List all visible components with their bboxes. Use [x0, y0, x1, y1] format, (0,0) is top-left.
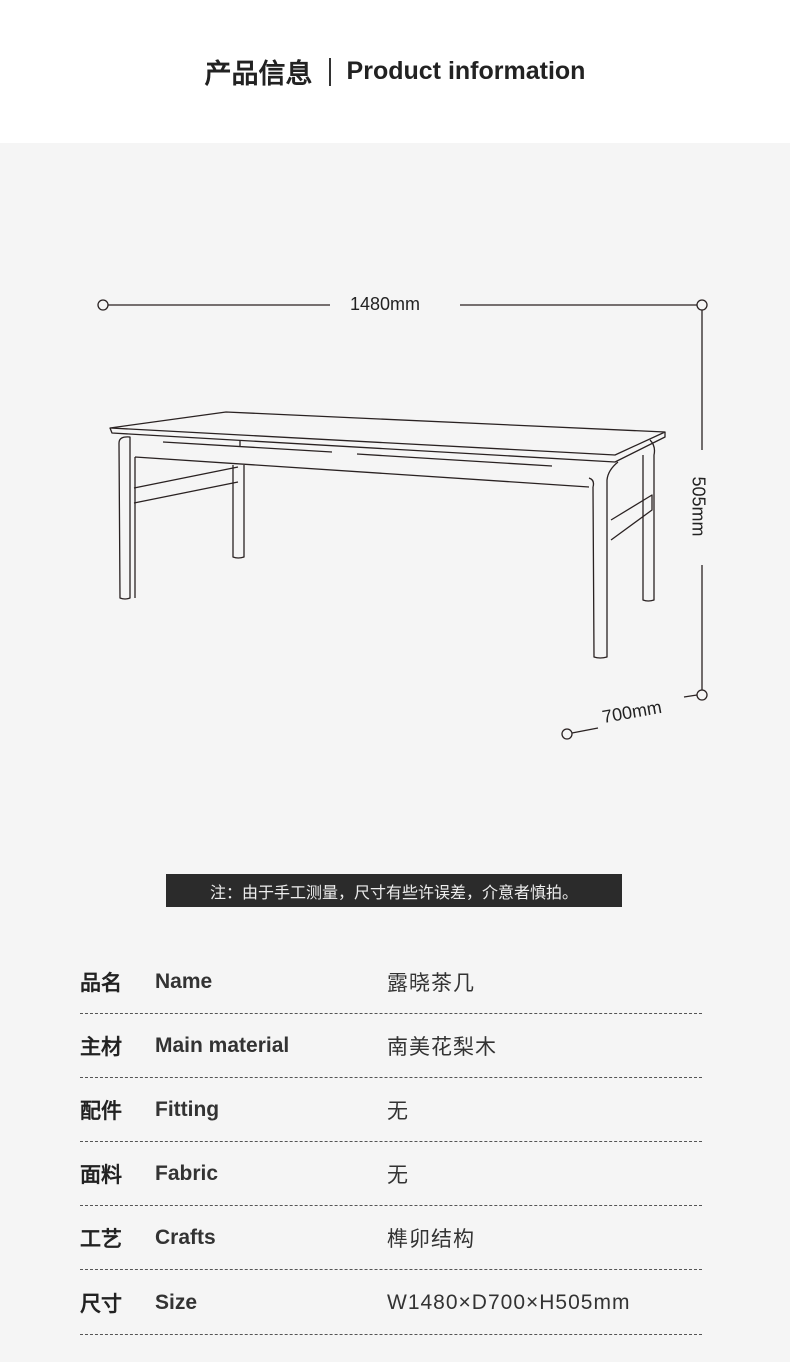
height-label: 505mm: [688, 476, 709, 537]
spec-label-en: Main material: [155, 1033, 290, 1057]
title-en: Product information: [346, 57, 586, 85]
product-panel: [0, 143, 790, 1362]
spec-label-cn: 主材: [80, 1035, 122, 1059]
spec-value: 无: [387, 1099, 409, 1123]
spec-value: 南美花梨木: [387, 1035, 497, 1059]
dimension-lines: [97, 299, 708, 740]
spec-label-cn: 品名: [80, 971, 122, 995]
spec-label-en: Crafts: [155, 1225, 216, 1249]
spec-label-cn: 面料: [80, 1163, 122, 1187]
spec-label-cn: 配件: [80, 1099, 122, 1123]
spec-value: 无: [387, 1163, 409, 1187]
spec-label-en: Fitting: [155, 1097, 220, 1121]
spec-row-name: 品名 Name 露晓茶几: [80, 950, 702, 1014]
title-divider: [328, 57, 331, 86]
page-header: 产品信息 Product information: [0, 0, 790, 143]
spec-value: W1480×D700×H505mm: [387, 1290, 631, 1314]
spec-label-cn: 工艺: [80, 1227, 122, 1251]
spec-label-cn: 尺寸: [80, 1292, 122, 1316]
title-cn: 产品信息: [204, 59, 313, 89]
spec-row-size: 尺寸 Size W1480×D700×H505mm: [80, 1271, 702, 1335]
spec-row-fabric: 面料 Fabric 无: [80, 1142, 702, 1206]
spec-label-en: Name: [155, 969, 213, 993]
spec-label-en: Size: [155, 1290, 198, 1314]
spec-row-crafts: 工艺 Crafts 榫卯结构: [80, 1206, 702, 1270]
width-label: 1480mm: [350, 294, 421, 314]
spec-value: 榫卯结构: [387, 1227, 475, 1251]
table-outline: [109, 411, 666, 659]
spec-label-en: Fabric: [155, 1161, 219, 1185]
measurement-note: 注：由于手工测量，尺寸有些许误差，介意者慎拍。: [166, 874, 622, 907]
spec-row-material: 主材 Main material 南美花梨木: [80, 1014, 702, 1078]
spec-value: 露晓茶几: [387, 971, 475, 995]
spec-row-fitting: 配件 Fitting 无: [80, 1078, 702, 1142]
